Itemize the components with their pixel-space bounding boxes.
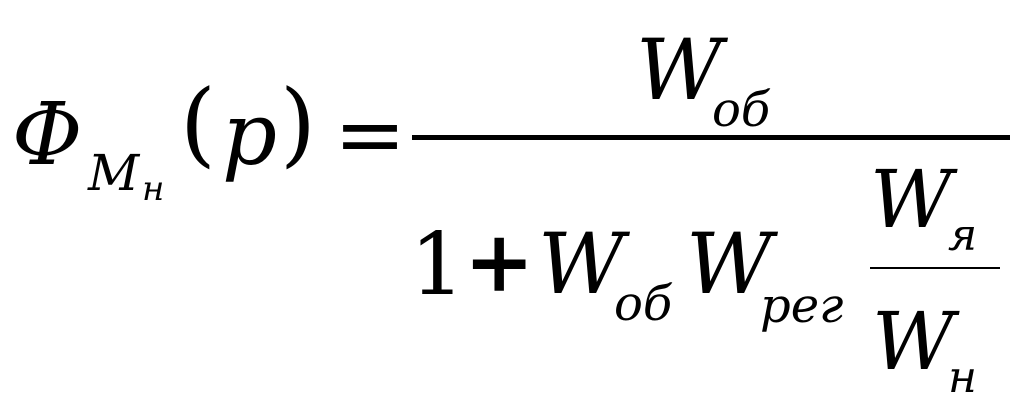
phi-symbol: Φ <box>12 85 83 185</box>
numerator-w: W <box>636 21 723 119</box>
plus-sign: + <box>464 212 535 311</box>
inner-fraction-bar <box>870 267 1000 269</box>
denominator-w-reg: W <box>686 215 773 313</box>
inner-denominator-w: W <box>872 295 955 388</box>
right-paren: ) <box>280 70 316 177</box>
argument-p: p <box>222 85 278 185</box>
denominator-one: 1 <box>410 215 465 315</box>
main-fraction-bar <box>412 135 1010 140</box>
left-paren: ( <box>180 70 216 177</box>
denominator-w-ob-subscript: об <box>614 276 673 332</box>
inner-denominator-subscript: н <box>948 352 977 403</box>
denominator-w-reg-subscript: рег <box>760 278 844 334</box>
phi-subscript-m: M <box>88 144 140 202</box>
numerator-subscript: об <box>712 82 771 138</box>
inner-numerator-subscript: я <box>948 210 978 261</box>
denominator-w-ob: W <box>538 215 625 313</box>
phi-subsubscript-n: н <box>142 169 165 209</box>
equals-sign: = <box>334 85 407 185</box>
inner-numerator-w: W <box>870 153 953 246</box>
